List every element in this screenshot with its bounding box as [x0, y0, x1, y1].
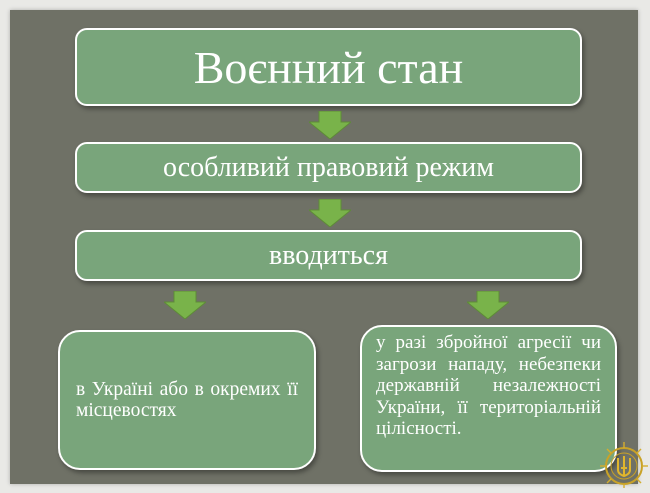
- when-box: у разі збройної агресії чи загрози напад…: [360, 325, 617, 472]
- definition-text: особливий правовий режим: [163, 151, 494, 183]
- arrow-down-icon: [309, 199, 351, 227]
- when-text: у разі збройної агресії чи загрози напад…: [376, 332, 601, 440]
- definition-box: особливий правовий режим: [75, 142, 582, 193]
- arrow-down-icon: [309, 111, 351, 139]
- action-box: вводиться: [75, 230, 582, 281]
- arrow-down-icon: [467, 291, 509, 319]
- where-box: в Україні або в окремих її місцевостях: [58, 330, 316, 470]
- arrow-down-icon: [164, 291, 206, 319]
- title-text: Воєнний стан: [193, 41, 464, 93]
- where-text: в Україні або в окремих її місцевостях: [76, 379, 298, 421]
- title-box: Воєнний стан: [75, 28, 582, 106]
- trident-emblem-icon: [594, 438, 648, 490]
- action-text: вводиться: [269, 239, 388, 271]
